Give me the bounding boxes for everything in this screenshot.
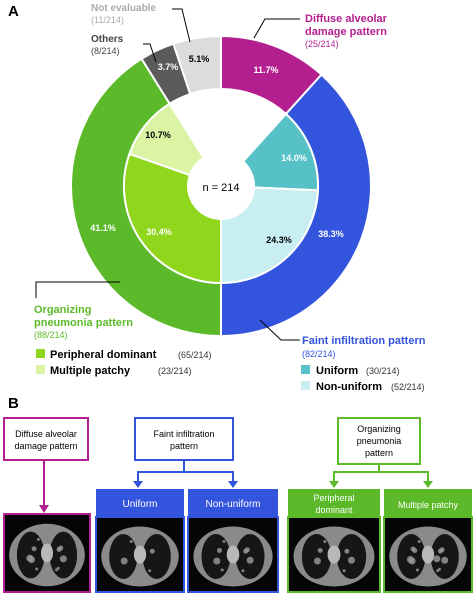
uniform-header-label: Uniform bbox=[122, 499, 157, 510]
pct-fi: 38.3% bbox=[318, 229, 344, 239]
op-box-line1: Organizing bbox=[357, 424, 401, 434]
dad-label-line1: Diffuse alveolar bbox=[305, 13, 388, 25]
legend-multiple-swatch bbox=[36, 365, 45, 374]
op-leader-line bbox=[35, 281, 120, 298]
legend-peripheral-swatch bbox=[36, 349, 45, 358]
dad-arrow-head bbox=[39, 505, 49, 513]
op-branch-left bbox=[333, 464, 380, 482]
panel-a-letter: A bbox=[8, 3, 19, 20]
multiple-header-label: Multiple patchy bbox=[398, 500, 459, 510]
op-arrow-left bbox=[329, 481, 339, 488]
not-evaluable-count: (11/214) bbox=[91, 15, 124, 25]
pct-not-evaluable: 5.1% bbox=[189, 54, 210, 64]
op-label-line1: Organizing bbox=[34, 304, 91, 316]
pct-dad: 11.7% bbox=[253, 65, 278, 75]
peripheral-header-line2: dominant bbox=[315, 505, 353, 515]
ct-image-uniform bbox=[95, 516, 185, 593]
fi-box bbox=[134, 417, 234, 461]
nonuniform-header bbox=[188, 489, 278, 517]
dad-box-line1: Diffuse alveolar bbox=[15, 429, 77, 439]
op-arrow-right bbox=[423, 481, 433, 488]
op-label-count: (88/214) bbox=[34, 330, 68, 340]
fi-arrow-right bbox=[228, 481, 238, 488]
fi-box-line2: pattern bbox=[170, 441, 198, 451]
op-box-line2: pneumonia bbox=[357, 436, 402, 446]
op-box bbox=[337, 417, 421, 465]
fi-label-line1: Faint infiltration pattern bbox=[302, 335, 426, 347]
others-count: (8/214) bbox=[91, 46, 120, 56]
donut-center bbox=[188, 153, 254, 219]
ct-image-peripheral bbox=[287, 516, 381, 593]
dad-label-line2: damage pattern bbox=[305, 26, 387, 38]
nonuniform-header-label: Non-uniform bbox=[205, 499, 260, 510]
uniform-header bbox=[96, 489, 184, 517]
panel-b-letter: B bbox=[8, 395, 19, 412]
fi-label-count: (82/214) bbox=[302, 349, 336, 359]
ct-image-nonuniform bbox=[187, 516, 279, 593]
legend-peripheral-count: (65/214) bbox=[178, 350, 212, 360]
not-evaluable-label: Not evaluable bbox=[91, 3, 156, 14]
others-label: Others bbox=[91, 34, 124, 45]
dad-leader-line bbox=[253, 18, 300, 39]
legend-uniform-swatch bbox=[301, 365, 310, 374]
dad-box bbox=[3, 417, 89, 461]
multiple-header bbox=[384, 489, 472, 519]
legend-uniform-count: (30/214) bbox=[366, 366, 400, 376]
peripheral-header-line1: Peripheral bbox=[313, 493, 354, 503]
ne-leader-line bbox=[172, 8, 191, 43]
fi-branch-right bbox=[184, 471, 234, 482]
center-total-label: n = 214 bbox=[202, 182, 239, 194]
legend-nonuniform-count: (52/214) bbox=[391, 382, 425, 392]
peripheral-header bbox=[288, 489, 380, 519]
outer-slice-not-evaluable bbox=[172, 34, 222, 96]
op-box-line3: pattern bbox=[365, 448, 393, 458]
dad-box-line2: damage pattern bbox=[14, 441, 77, 451]
legend-multiple-count: (23/214) bbox=[158, 366, 192, 376]
legend-multiple-label: Multiple patchy bbox=[50, 365, 131, 377]
others-leader-line bbox=[143, 43, 157, 63]
donut-chart bbox=[70, 34, 372, 338]
pct-nonuniform: 24.3% bbox=[266, 235, 292, 245]
fi-branch-left bbox=[137, 460, 185, 482]
ct-image-dad bbox=[3, 513, 91, 593]
fi-arrow-left bbox=[133, 481, 143, 488]
legend-uniform-label: Uniform bbox=[316, 365, 358, 377]
pct-others: 3.7% bbox=[158, 62, 179, 72]
fi-leader-line bbox=[259, 319, 300, 341]
ct-images-group bbox=[3, 513, 473, 593]
pct-multiple: 10.7% bbox=[145, 130, 171, 140]
legend-nonuniform-swatch bbox=[301, 381, 310, 390]
op-branch-right bbox=[379, 471, 429, 482]
fi-box-line1: Faint infiltration bbox=[153, 429, 214, 439]
dad-label-count: (25/214) bbox=[305, 39, 339, 49]
legend-nonuniform-label: Non-uniform bbox=[316, 381, 382, 393]
pct-op: 41.1% bbox=[90, 223, 116, 233]
op-label-line2: pneumonia pattern bbox=[34, 317, 133, 329]
pct-uniform: 14.0% bbox=[281, 153, 307, 163]
pct-peripheral: 30.4% bbox=[146, 227, 172, 237]
legend-peripheral-label: Peripheral dominant bbox=[50, 349, 157, 361]
ct-image-multiple bbox=[383, 516, 473, 593]
